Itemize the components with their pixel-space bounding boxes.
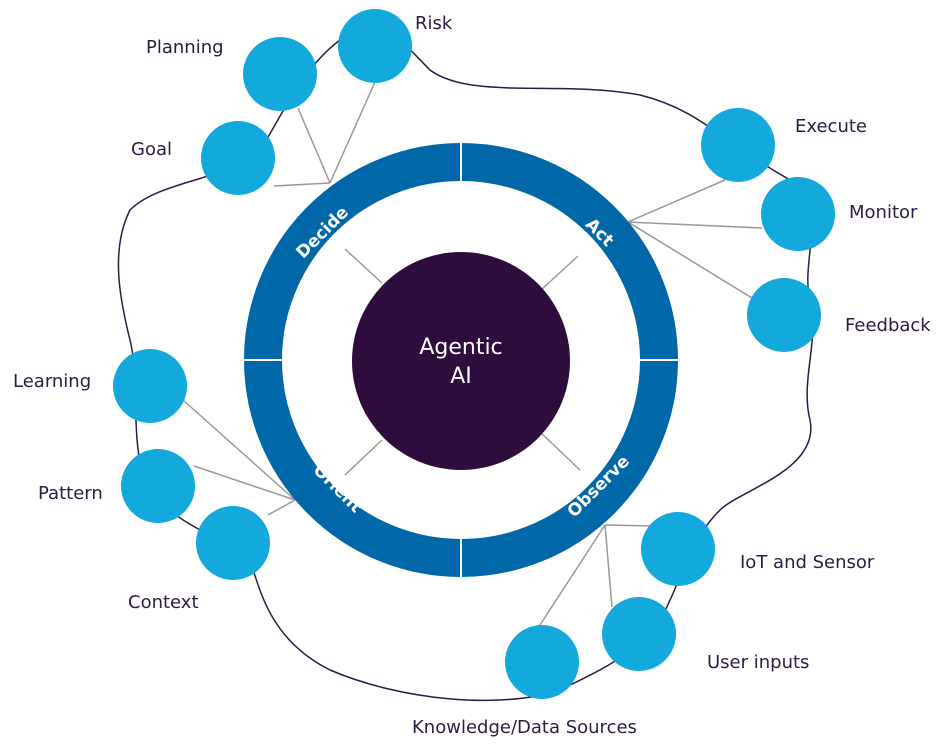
node-risk xyxy=(338,9,412,83)
label-iot: IoT and Sensor xyxy=(740,552,875,573)
label-knowledge: Knowledge/Data Sources xyxy=(412,717,637,738)
label-pattern: Pattern xyxy=(38,483,103,504)
label-user-inputs: User inputs xyxy=(707,652,809,673)
center-circle xyxy=(352,252,570,470)
label-learning: Learning xyxy=(13,371,91,392)
node-goal xyxy=(201,121,275,195)
center-label-line1: Agentic xyxy=(419,335,502,360)
label-execute: Execute xyxy=(795,116,867,137)
label-planning: Planning xyxy=(146,37,224,58)
label-context: Context xyxy=(128,592,199,613)
node-knowledge xyxy=(505,625,579,699)
center-connectors xyxy=(344,248,581,476)
node-user-inputs xyxy=(602,597,676,671)
label-goal: Goal xyxy=(131,139,172,160)
node-learning xyxy=(113,349,187,423)
node-planning xyxy=(243,37,317,111)
label-risk: Risk xyxy=(415,13,453,34)
node-pattern xyxy=(121,449,195,523)
node-connectors xyxy=(182,81,763,626)
label-feedback: Feedback xyxy=(845,315,931,336)
node-context xyxy=(196,506,270,580)
ooda-ring xyxy=(243,142,679,578)
node-monitor xyxy=(761,177,835,251)
outer-nodes xyxy=(113,9,835,699)
label-monitor: Monitor xyxy=(849,202,918,223)
center-label-line2: AI xyxy=(450,364,472,389)
node-execute xyxy=(701,108,775,182)
node-feedback xyxy=(747,278,821,352)
node-iot xyxy=(641,512,715,586)
